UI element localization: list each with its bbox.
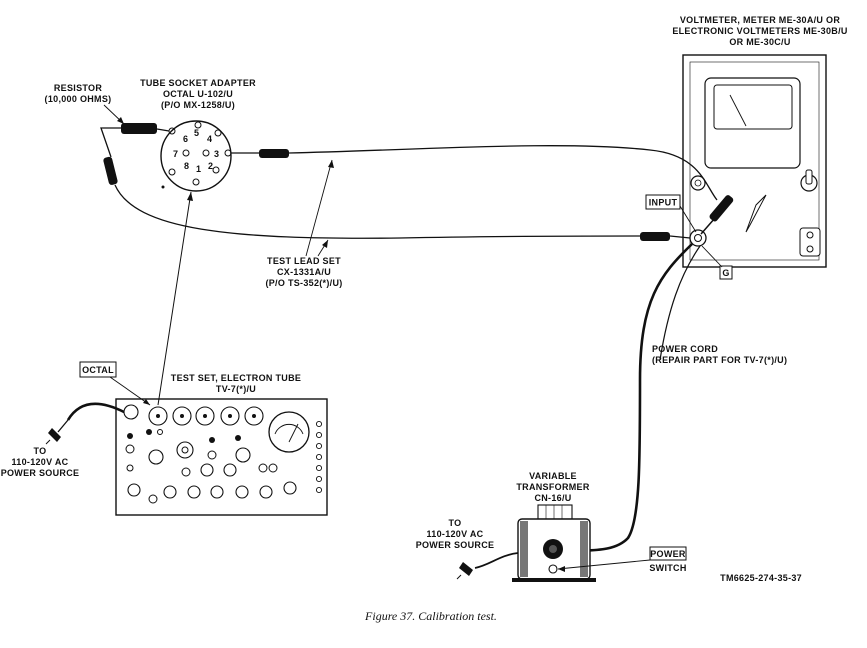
input-label-box: [645, 194, 681, 210]
adapter-label-2: OCTAL U-102/U: [163, 89, 233, 99]
power-switch: [548, 564, 558, 574]
left-power-cord: [45, 402, 125, 445]
test-set-meter: [268, 411, 310, 453]
octal-label-box: [79, 361, 117, 378]
testset-label-2: TV-7(*)/U: [216, 384, 256, 394]
voltmeter-label-1: VOLTMETER, METER ME-30A/U OR: [680, 15, 840, 25]
resistor-label-2: (10,000 OHMS): [45, 94, 112, 104]
pin-4: 4: [207, 134, 212, 144]
testlead-label-1: TEST LEAD SET: [267, 256, 341, 266]
left-source-label-2: 110-120V AC: [11, 457, 68, 467]
power-label-box: [649, 546, 687, 561]
power-label: POWER: [650, 549, 686, 559]
octal-label: OCTAL: [82, 365, 114, 375]
ground-label-box: [719, 265, 733, 280]
pin-5: 5: [194, 128, 199, 138]
testset-label-1: TEST SET, ELECTRON TUBE: [171, 373, 301, 383]
resistor-label-1: RESISTOR: [54, 83, 102, 93]
meter-face: [704, 77, 801, 169]
test-set-lamps: [315, 420, 323, 494]
test-lead-set: [114, 145, 718, 241]
mid-source-label-2: 110-120V AC: [426, 529, 483, 539]
adapter-label-3: (P/O MX-1258/U): [161, 100, 235, 110]
figure-caption: Figure 37. Calibration test.: [364, 609, 497, 623]
voltmeter-label-3: OR ME-30C/U: [729, 37, 790, 47]
test-probe: [700, 194, 767, 235]
pin-1: 1: [196, 164, 201, 174]
test-set-knobs: [125, 429, 297, 504]
test-set-sockets: [123, 404, 264, 426]
input-connector: [689, 229, 707, 247]
mid-source-label-3: POWER SOURCE: [416, 540, 495, 550]
input-label: INPUT: [649, 198, 678, 208]
tube-test-set: [115, 398, 328, 516]
pin-7: 7: [173, 149, 178, 159]
pin-6: 6: [183, 134, 188, 144]
transformer-label-1: VARIABLE: [529, 471, 577, 481]
voltmeter: [682, 54, 827, 268]
tube-socket-adapter: 6 5 4 7 3 8 2 1: [160, 120, 232, 192]
voltmeter-knob: [690, 175, 706, 191]
switch-label: SWITCH: [649, 563, 686, 573]
left-source-label-1: TO: [34, 446, 47, 456]
mid-source-label-1: TO: [449, 518, 462, 528]
variable-transformer: [512, 504, 596, 582]
pin-8: 8: [184, 161, 189, 171]
voltmeter-jacks: [799, 227, 821, 257]
testlead-label-2: CX-1331A/U: [277, 267, 331, 277]
powercord-label-2: (REPAIR PART FOR TV-7(*)/U): [652, 355, 787, 365]
powercord-label-1: POWER CORD: [652, 344, 718, 354]
transformer-label-2: TRANSFORMER: [516, 482, 589, 492]
ground-label: G: [722, 268, 729, 278]
voltmeter-label-2: ELECTRONIC VOLTMETERS ME-30B/U: [672, 26, 847, 36]
power-cord: [574, 243, 701, 553]
pin-2: 2: [208, 161, 213, 171]
voltmeter-toggle: [800, 169, 818, 192]
left-source-label-3: POWER SOURCE: [1, 468, 80, 478]
adapter-label-1: TUBE SOCKET ADAPTER: [140, 78, 256, 88]
testlead-label-3: (P/O TS-352(*)/U): [265, 278, 342, 288]
transformer-label-3: CN-16/U: [534, 493, 571, 503]
mid-power-cord: [456, 552, 519, 580]
figure-code: TM6625-274-35-37: [720, 573, 802, 583]
resistor: [100, 123, 170, 185]
pin-3: 3: [214, 149, 219, 159]
